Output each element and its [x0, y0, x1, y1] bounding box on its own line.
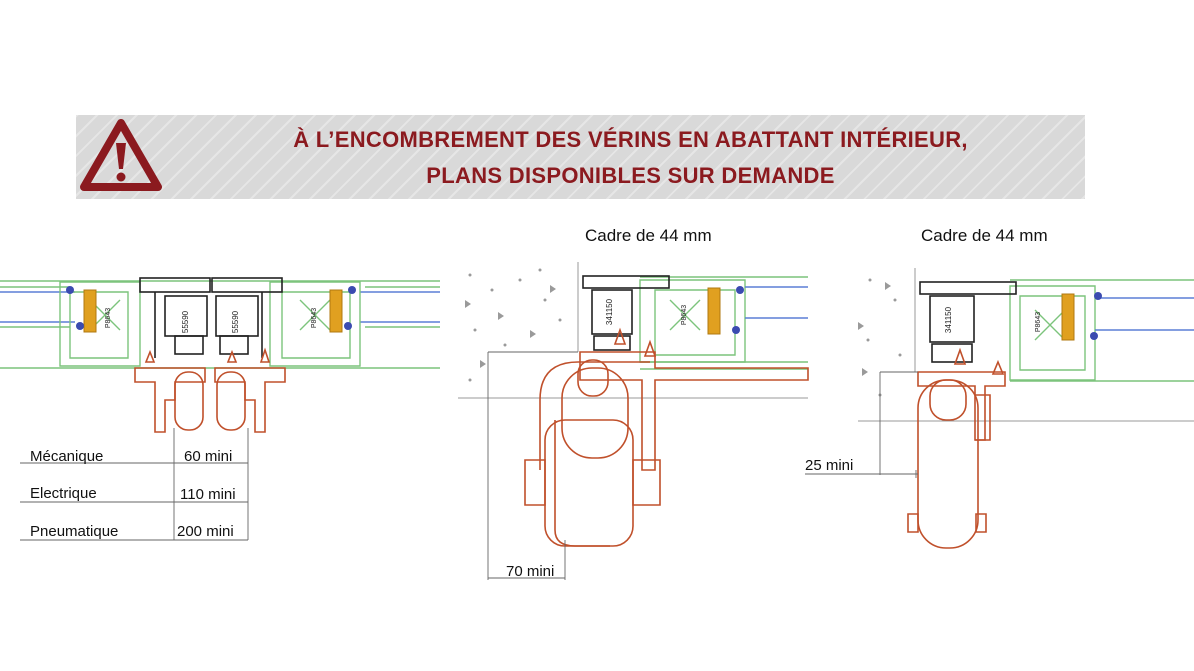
figure1-profile-label-2: 55590: [231, 310, 240, 333]
dimension-row-value-pneumatique: 200 mini: [177, 523, 234, 540]
figure3-gasket-label: P8643: [1035, 312, 1042, 332]
figure2-gasket-label: P8643: [681, 305, 688, 325]
dimension-row-value-electrique: 110 mini: [180, 486, 236, 503]
figure2-caption: Cadre de 44 mm: [585, 226, 712, 245]
warning-triangle-icon: [80, 119, 162, 191]
figure3-profile-label: 341150: [944, 306, 953, 333]
figure3-section: 341150 P8643 25 mini: [805, 268, 1194, 549]
figure1-section: 55590 55590 P8643 P8643 Mécanique 60 min…: [0, 277, 440, 541]
figure1-profile-label-1: 55590: [181, 310, 190, 333]
dimension-row-value-mecanique: 60 mini: [184, 448, 232, 465]
banner-title-line-2: PLANS DISPONIBLES SUR DEMANDE: [426, 163, 835, 188]
warning-banner: À L’ENCOMBREMENT DES VÉRINS EN ABATTANT …: [76, 115, 1085, 199]
figure1-gasket-label-2: P8643: [311, 308, 318, 328]
figure2-dimension: 70 mini: [506, 563, 554, 580]
figure1-gasket-label-1: P8643: [105, 308, 112, 328]
dimension-row-label-mecanique: Mécanique: [30, 448, 103, 465]
figure2-section: 341150 P8643 70 mini: [458, 262, 809, 580]
figure3-caption: Cadre de 44 mm: [921, 226, 1048, 245]
banner-title-line-1: À L’ENCOMBREMENT DES VÉRINS EN ABATTANT …: [293, 127, 968, 152]
figure2-profile-label: 341150: [605, 298, 614, 325]
dimension-row-label-pneumatique: Pneumatique: [30, 523, 118, 540]
dimension-row-label-electrique: Electrique: [30, 485, 97, 502]
figure3-dimension: 25 mini: [805, 457, 853, 474]
